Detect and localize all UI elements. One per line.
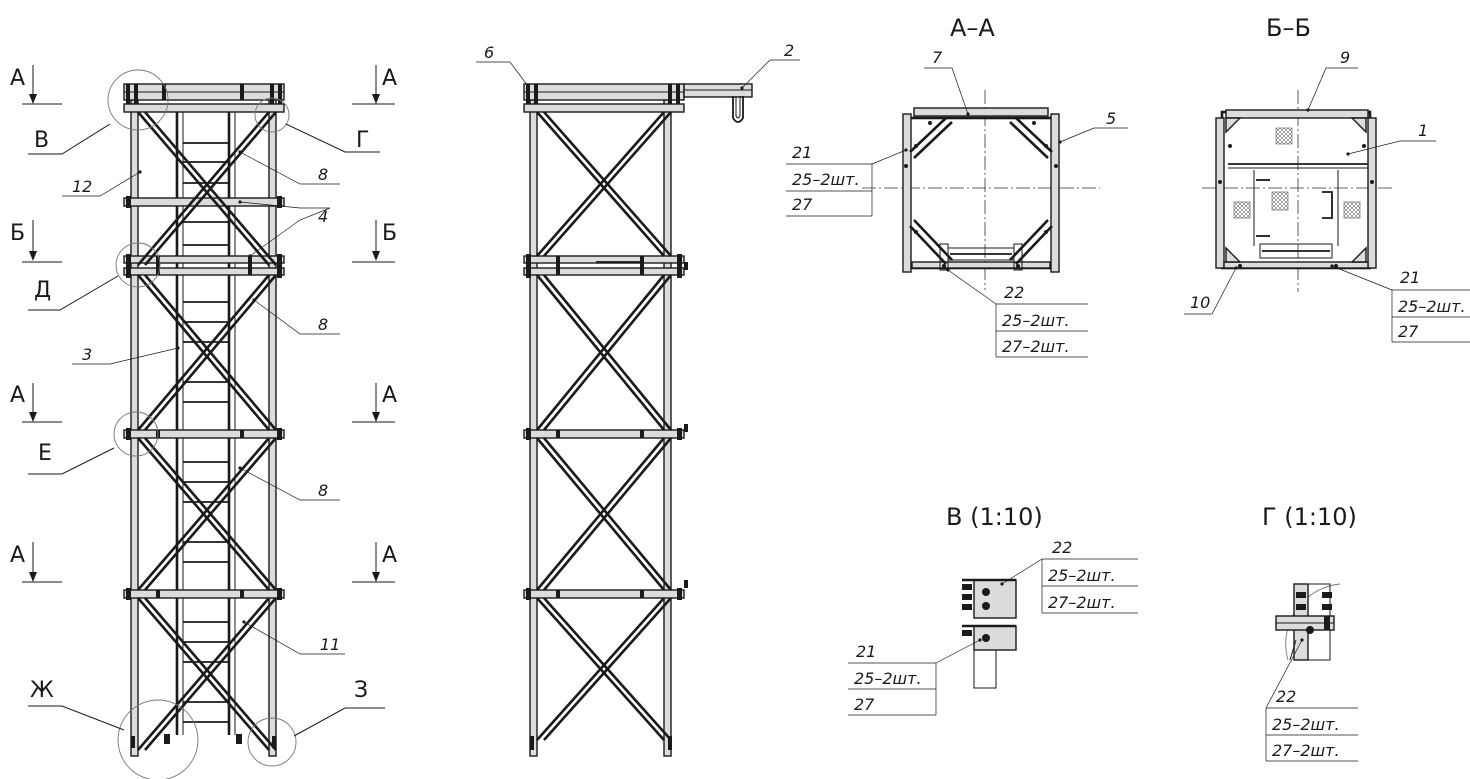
qty-27-aa: 27 xyxy=(792,195,813,214)
hook xyxy=(732,96,744,123)
detail-g: Г (1:10) xyxy=(1262,503,1357,661)
horizontal-ties xyxy=(123,103,285,599)
section-b-b: Б–Б xyxy=(1202,14,1392,292)
pos-8-low: 8 xyxy=(318,481,328,500)
detail-circle-g xyxy=(254,97,290,133)
detail-circle-z xyxy=(247,717,297,767)
section-b-b-callouts: 9 1 10 21 25–2шт. 27 xyxy=(1184,48,1470,343)
front-view xyxy=(107,69,297,779)
pos-12: 12 xyxy=(72,177,92,196)
marker-b-left: Б xyxy=(10,221,25,246)
qty-25-22-aa: 25–2шт. xyxy=(1002,311,1070,330)
section-markers-left: А Б А А xyxy=(10,65,62,583)
detail-g-title: Г (1:10) xyxy=(1262,503,1357,531)
qty-27-v: 27 xyxy=(854,695,875,714)
qty-25-bb: 25–2шт. xyxy=(1398,297,1466,316)
qty-25-aa: 25–2шт. xyxy=(792,170,860,189)
side-view xyxy=(523,83,753,757)
pos-22-aa: 22 xyxy=(1004,283,1024,302)
pos-8-mid: 8 xyxy=(318,315,328,334)
side-chord-left xyxy=(529,99,538,757)
position-callouts-left-tower: 12 8 4 8 3 8 11 xyxy=(62,150,345,655)
detail-circle-e xyxy=(113,411,159,457)
detail-circle-d xyxy=(115,242,161,288)
marker-z: З xyxy=(354,678,368,703)
detail-labels-left-tower: В Г Д Е Ж З xyxy=(28,123,385,737)
diagonal-bracing xyxy=(137,111,277,751)
pos-5: 5 xyxy=(1106,109,1116,128)
detail-v-callouts: 22 25–2шт. 27–2шт. 21 25–2шт. 27 xyxy=(848,538,1138,716)
qty-27-22-g: 27–2шт. xyxy=(1272,741,1340,760)
pos-9: 9 xyxy=(1340,48,1350,67)
marker-zh: Ж xyxy=(30,678,54,703)
pos-8-top: 8 xyxy=(318,165,328,184)
section-a-a: А–А xyxy=(862,14,1100,290)
pos-3: 3 xyxy=(82,345,92,364)
qty-27-22-v: 27–2шт. xyxy=(1048,593,1116,612)
pos-21-aa: 21 xyxy=(792,143,812,162)
pos-6: 6 xyxy=(484,43,494,62)
section-a-a-callouts: 7 5 21 25–2шт. 27 22 25–2шт. 27–2шт. xyxy=(786,48,1128,358)
qty-25-22-g: 25–2шт. xyxy=(1272,715,1340,734)
marker-e: Е xyxy=(38,441,52,466)
marker-a-top-left: А xyxy=(10,66,25,91)
position-callouts-side-view: 6 2 xyxy=(476,41,800,90)
section-markers-right: А Б А А xyxy=(352,65,397,583)
qty-27-bb: 27 xyxy=(1398,322,1419,341)
marker-a-top-right: А xyxy=(382,66,397,91)
detail-v: В (1:10) xyxy=(946,503,1043,689)
marker-b-right: Б xyxy=(382,221,397,246)
pos-22-g: 22 xyxy=(1276,687,1296,706)
pos-10: 10 xyxy=(1190,293,1210,312)
detail-circle-v xyxy=(107,69,169,131)
detail-v-title: В (1:10) xyxy=(946,503,1043,531)
detail-g-callouts: 22 25–2шт. 27–2шт. xyxy=(1265,638,1358,762)
pos-21-v: 21 xyxy=(856,642,876,661)
pos-1: 1 xyxy=(1418,121,1428,140)
qty-27-22-aa: 27–2шт. xyxy=(1002,337,1070,356)
marker-a-mid-right: А xyxy=(382,383,397,408)
pos-21-bb: 21 xyxy=(1400,268,1420,287)
marker-a-low-right: А xyxy=(382,543,397,568)
qty-25-v: 25–2шт. xyxy=(854,669,922,688)
marker-a-mid-left: А xyxy=(10,383,25,408)
pos-2: 2 xyxy=(784,41,794,60)
pos-22-v: 22 xyxy=(1052,538,1072,557)
marker-g: Г xyxy=(356,128,369,153)
bolts xyxy=(126,84,282,748)
detail-circle-zh xyxy=(117,699,199,779)
marker-a-low-left: А xyxy=(10,543,25,568)
qty-25-22-v: 25–2шт. xyxy=(1048,566,1116,585)
section-b-b-title: Б–Б xyxy=(1266,14,1311,42)
section-a-a-title: А–А xyxy=(950,14,995,42)
pos-11: 11 xyxy=(320,635,340,654)
marker-v: В xyxy=(34,128,49,153)
pos-4: 4 xyxy=(318,207,328,226)
pos-7: 7 xyxy=(932,48,943,67)
marker-d: Д xyxy=(34,278,51,303)
